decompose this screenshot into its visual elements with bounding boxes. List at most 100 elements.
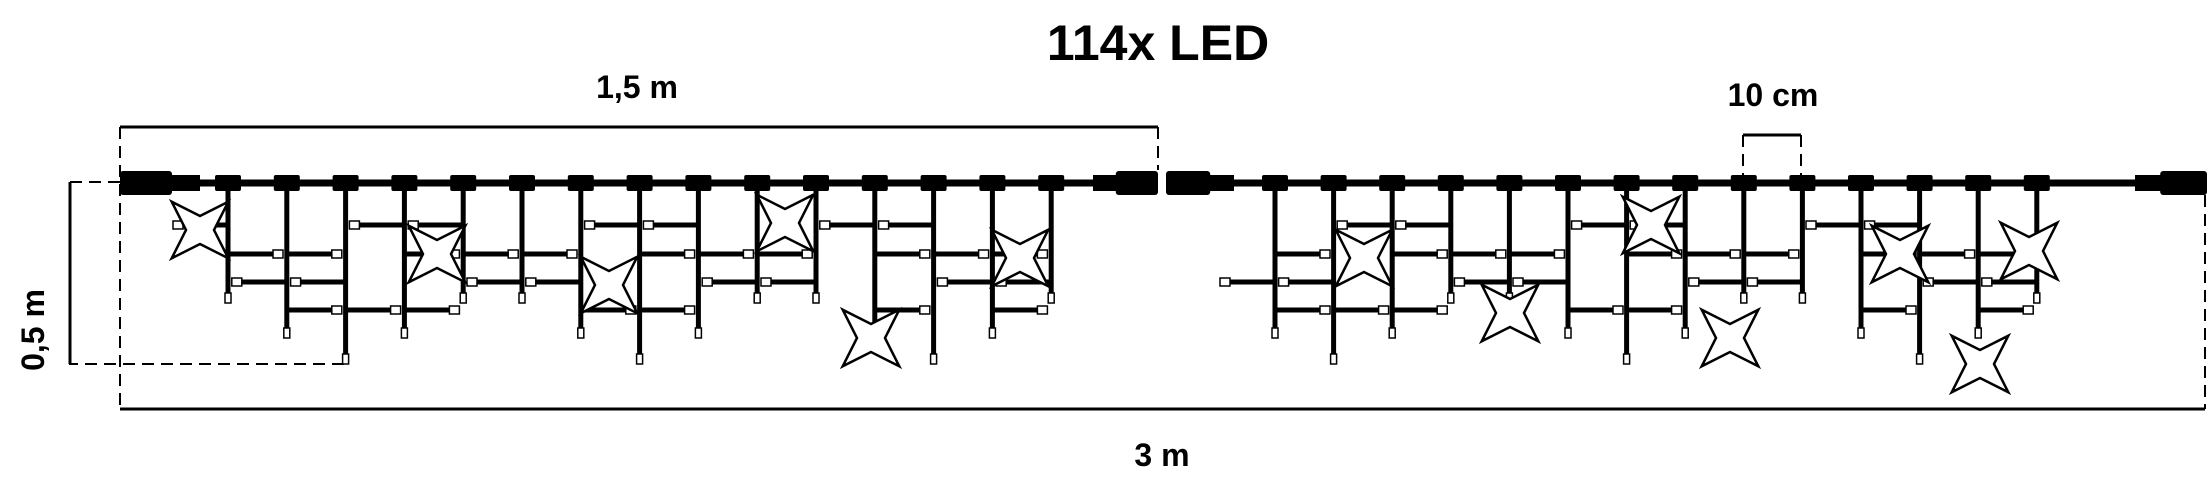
led-bulb xyxy=(1036,249,1049,259)
led-bulb xyxy=(459,292,467,304)
led-bulb xyxy=(977,249,990,259)
led-bulb xyxy=(566,249,578,259)
led-bulb xyxy=(1570,220,1583,230)
led-bulb xyxy=(1277,277,1290,287)
star-ornament xyxy=(753,191,817,255)
led-bulb xyxy=(753,292,761,304)
led-bulb xyxy=(919,249,931,259)
led-bulb xyxy=(518,292,526,304)
led-bulb xyxy=(988,327,997,339)
led-bulb xyxy=(1319,305,1331,315)
led-bulb xyxy=(583,220,596,230)
led-bulb xyxy=(1740,292,1748,304)
led-bulb xyxy=(348,220,361,230)
led-bulb xyxy=(525,277,537,287)
led-bulb xyxy=(1219,277,1231,287)
star-ornament xyxy=(1698,306,1762,370)
led-bulb xyxy=(877,220,890,230)
led-bulb xyxy=(760,277,772,287)
led-bulb xyxy=(1963,249,1976,259)
led-bulb xyxy=(1974,327,1982,339)
led-bulb xyxy=(1447,292,1455,304)
led-bulb xyxy=(1336,220,1348,230)
led-bulb xyxy=(701,277,713,287)
led-bulb xyxy=(1981,277,1993,287)
led-bulb xyxy=(683,305,696,315)
led-bulb xyxy=(1746,277,1759,287)
led-bulb xyxy=(1863,220,1876,230)
led-bulb xyxy=(389,305,402,315)
led-bulb xyxy=(1436,249,1448,259)
led-bulb xyxy=(1388,327,1396,339)
led-bulb xyxy=(1805,220,1817,230)
height-label: 0,5 m xyxy=(15,289,51,371)
led-bulb xyxy=(1047,292,1055,304)
end-cap-body xyxy=(2160,171,2207,195)
mid-connector-male-neck xyxy=(1093,175,1118,191)
end-cap-neck xyxy=(2135,175,2163,191)
led-bulb xyxy=(224,292,232,304)
led-bulb xyxy=(1319,249,1331,259)
led-bulb xyxy=(1622,353,1631,365)
led-bulb xyxy=(694,327,703,339)
led-bulb xyxy=(1612,305,1624,315)
star-ornament xyxy=(577,253,641,317)
led-bulb xyxy=(1788,249,1800,259)
star-ornament xyxy=(1948,332,2012,396)
led-bulb xyxy=(448,305,461,315)
led-bulb xyxy=(2022,305,2034,315)
led-bulb xyxy=(936,277,949,287)
height-bracket xyxy=(69,181,348,365)
mid-connector-female-neck xyxy=(1208,175,1234,191)
led-bulb xyxy=(635,353,644,365)
star-ornament xyxy=(1868,222,1932,286)
led-bulb xyxy=(1688,277,1700,287)
led-bulb xyxy=(400,327,409,339)
led-bulb xyxy=(1857,327,1865,339)
light-string xyxy=(68,125,2207,411)
led-bulb xyxy=(283,327,291,339)
mid-connector-female-body xyxy=(1166,171,1211,195)
led-bulb xyxy=(1729,249,1741,259)
star-ornament xyxy=(1997,219,2061,283)
star-ornament xyxy=(1332,226,1396,290)
star-ornament xyxy=(1619,193,1683,257)
led-bulb xyxy=(231,277,243,287)
led-bulb xyxy=(331,249,343,259)
led-bulb xyxy=(812,292,820,304)
led-bulb xyxy=(929,353,938,365)
led-bulb xyxy=(919,305,931,315)
led-bulb xyxy=(1512,277,1524,287)
star-ornament xyxy=(988,226,1052,290)
led-bulb xyxy=(331,305,343,315)
led-bulb xyxy=(1271,327,1279,339)
led-bulb xyxy=(2033,292,2041,304)
led-bulb xyxy=(1915,353,1924,365)
led-bulb xyxy=(1681,327,1689,339)
led-bulb xyxy=(642,220,655,230)
start-connector-body xyxy=(120,171,172,195)
led-bulb xyxy=(507,249,519,259)
led-bulb xyxy=(1036,305,1049,315)
led-bulb xyxy=(1453,277,1466,287)
led-bulb xyxy=(577,327,585,339)
led-bulb xyxy=(742,249,755,259)
led-bulb xyxy=(819,220,831,230)
led-bulb xyxy=(1436,305,1448,315)
led-bulb xyxy=(1553,249,1566,259)
mid-connector-male-body xyxy=(1115,171,1158,195)
total-length-label: 3 m xyxy=(1134,437,1189,473)
led-bulb xyxy=(1905,305,1917,315)
led-bulb xyxy=(1495,249,1507,259)
led-bulb xyxy=(289,277,302,287)
led-bulb xyxy=(1564,327,1572,339)
star-ornament xyxy=(168,198,232,262)
led-bulb xyxy=(466,277,478,287)
led-bulb xyxy=(1329,353,1338,365)
led-bulb xyxy=(272,249,284,259)
start-connector-neck xyxy=(169,175,200,191)
led-bulb xyxy=(1395,220,1407,230)
led-bulb xyxy=(683,249,696,259)
star-ornament xyxy=(405,222,469,286)
